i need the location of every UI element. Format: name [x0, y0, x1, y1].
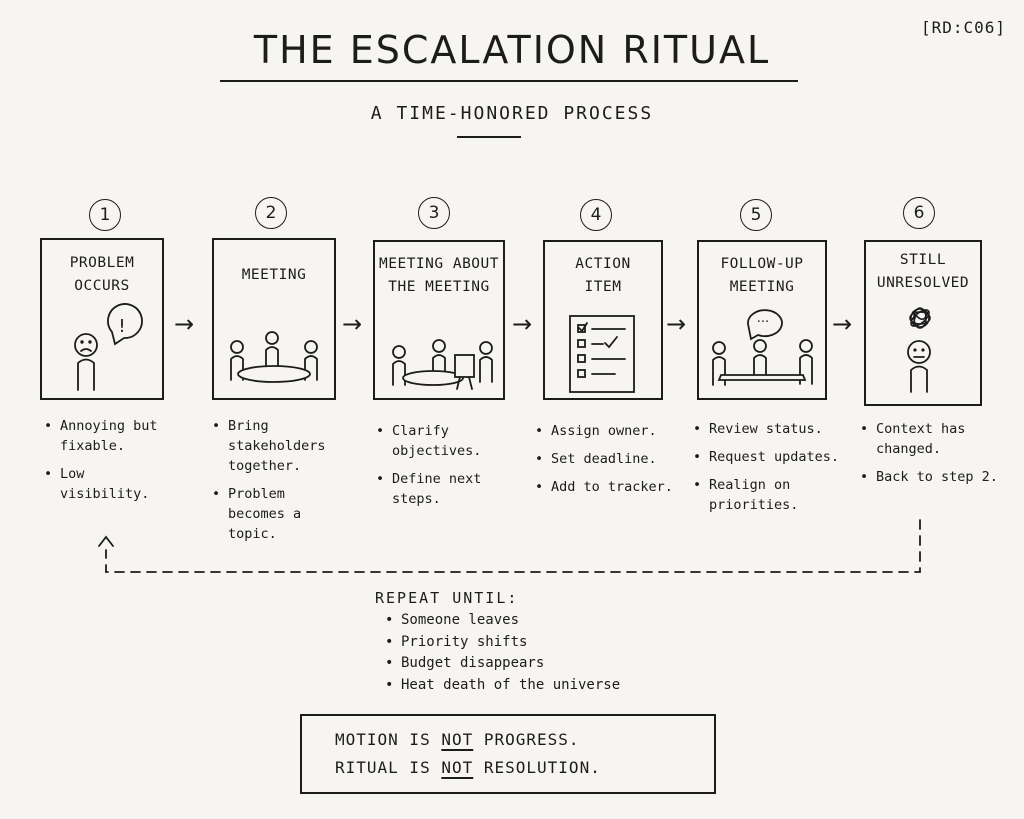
list-item: Realign on priorities. [693, 475, 845, 515]
step-6-notes: Context has changed. Back to step 2. [860, 419, 1010, 495]
step-2-number: 2 [255, 197, 287, 229]
right-arrow-icon: → [342, 310, 363, 338]
step-1-notes: Annoying but fixable. Low visibility. [44, 416, 174, 512]
title-underline [220, 80, 798, 82]
list-item: Heat death of the universe [383, 675, 683, 697]
right-arrow-icon: → [512, 310, 533, 338]
speech-dots: ··· [757, 315, 769, 330]
list-item: Problem becomes a topic. [212, 484, 332, 544]
exclamation-mark: ! [118, 316, 125, 337]
page-subtitle: A TIME-HONORED PROCESS [370, 103, 654, 124]
worried-person-icon: ! [74, 303, 143, 391]
scribble-icon [909, 307, 931, 329]
page-title: THE ESCALATION RITUAL [253, 28, 771, 72]
checklist-icon [569, 315, 635, 393]
step-3-number: 3 [418, 197, 450, 229]
step-2-title: MEETING [241, 267, 307, 283]
follow-up-meeting-icon: ··· [712, 309, 813, 386]
step-5-number: 5 [740, 199, 772, 231]
step-1-number: 1 [89, 199, 121, 231]
subtitle-underline [457, 136, 521, 138]
step-3-card: MEETING ABOUT THE MEETING [373, 240, 505, 400]
list-item: Bring stakeholders together. [212, 416, 332, 476]
list-item: Request updates. [693, 447, 845, 467]
step-6-number: 6 [903, 197, 935, 229]
list-item: Add to tracker. [535, 477, 685, 497]
list-item: Set deadline. [535, 449, 685, 469]
motto-line-1: MOTION IS NOT PROGRESS. [335, 730, 580, 749]
step-4-title: ACTION ITEM [575, 256, 631, 295]
step-3-title: MEETING ABOUT THE MEETING [379, 256, 499, 295]
step-5-notes: Review status. Request updates. Realign … [693, 419, 845, 523]
repeat-heading: REPEAT UNTIL: [375, 589, 519, 607]
step-4-card: ACTION ITEM [543, 240, 663, 400]
motto-line-2: RITUAL IS NOT RESOLUTION. [335, 758, 601, 777]
list-item: Budget disappears [383, 653, 683, 675]
step-2-notes: Bring stakeholders together. Problem bec… [212, 416, 332, 552]
list-item: Assign owner. [535, 421, 685, 441]
step-6-title: STILL UNRESOLVED [876, 252, 970, 291]
confused-person-icon [907, 307, 931, 393]
step-5-title: FOLLOW-UP MEETING [720, 256, 804, 295]
step-1-title: PROBLEM OCCURS [69, 255, 135, 294]
list-item: Review status. [693, 419, 845, 439]
meeting-table-icon [230, 331, 318, 383]
up-arrow-icon [98, 535, 114, 547]
repeat-list: Someone leaves Priority shifts Budget di… [383, 610, 683, 696]
reference-code: [RD:C06] [920, 18, 1006, 37]
step-3-notes: Clarify objectives. Define next steps. [376, 421, 506, 517]
list-item: Back to step 2. [860, 467, 1010, 487]
step-2-card: MEETING [212, 238, 336, 400]
list-item: Define next steps. [376, 469, 506, 509]
step-1-card: PROBLEM OCCURS ! [40, 238, 164, 400]
motto-box: MOTION IS NOT PROGRESS. RITUAL IS NOT RE… [300, 714, 716, 794]
list-item: Low visibility. [44, 464, 174, 504]
meeting-whiteboard-icon [392, 339, 493, 390]
right-arrow-icon: → [666, 310, 687, 338]
list-item: Annoying but fixable. [44, 416, 174, 456]
list-item: Context has changed. [860, 419, 1010, 459]
list-item: Priority shifts [383, 632, 683, 654]
list-item: Someone leaves [383, 610, 683, 632]
step-4-number: 4 [580, 199, 612, 231]
list-item: Clarify objectives. [376, 421, 506, 461]
step-4-notes: Assign owner. Set deadline. Add to track… [535, 421, 685, 505]
right-arrow-icon: → [174, 310, 195, 338]
right-arrow-icon: → [832, 310, 853, 338]
step-5-card: FOLLOW-UP MEETING ··· [697, 240, 827, 400]
step-6-card: STILL UNRESOLVED [864, 240, 982, 406]
